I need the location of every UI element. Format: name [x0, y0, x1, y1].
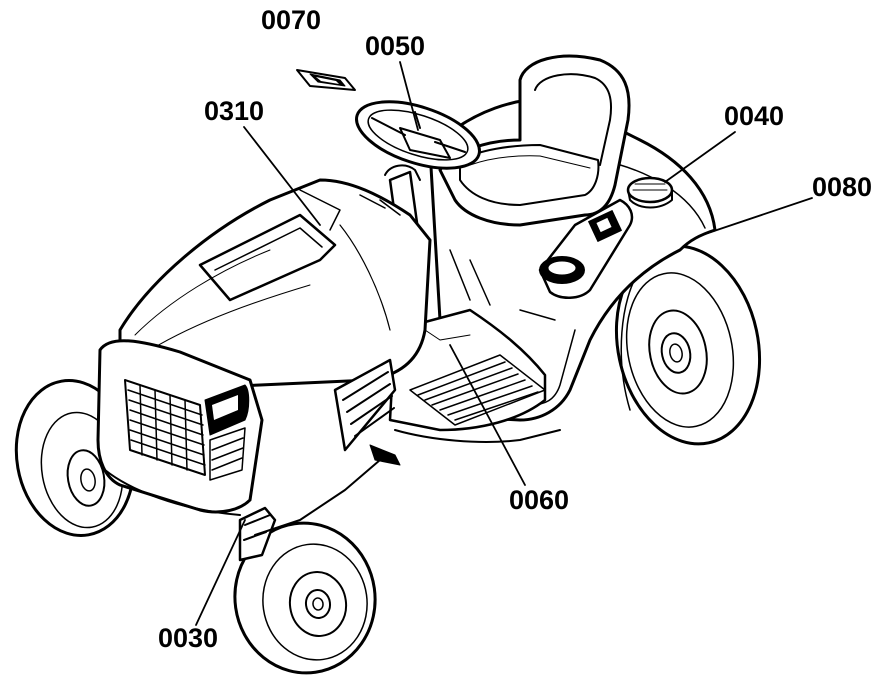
leader-0040: [664, 131, 736, 183]
leader-0060: [449, 344, 526, 486]
hood: [118, 178, 432, 388]
front-right-wheel: [233, 521, 377, 675]
running-board: [388, 308, 561, 443]
front-grille: [96, 339, 264, 516]
leader-0080: [707, 197, 813, 234]
side-vents: [333, 358, 397, 452]
callout-0050: 0050: [365, 31, 426, 61]
callout-0310: 0310: [204, 96, 265, 126]
callout-0030: 0030: [158, 623, 219, 653]
steering: [355, 100, 481, 240]
leader-0030: [195, 519, 246, 626]
leader-0050: [399, 61, 419, 131]
callout-0080: 0080: [812, 172, 873, 202]
decal-part: [296, 69, 356, 91]
fuel-cap: [626, 176, 674, 209]
front-bracket: [238, 444, 401, 562]
callout-0040: 0040: [724, 101, 785, 131]
callout-0070: 0070: [261, 5, 322, 35]
cup-holder: [538, 198, 634, 299]
leader-0310: [243, 126, 321, 226]
callout-0060: 0060: [509, 485, 570, 515]
leader-lines: [195, 61, 813, 626]
